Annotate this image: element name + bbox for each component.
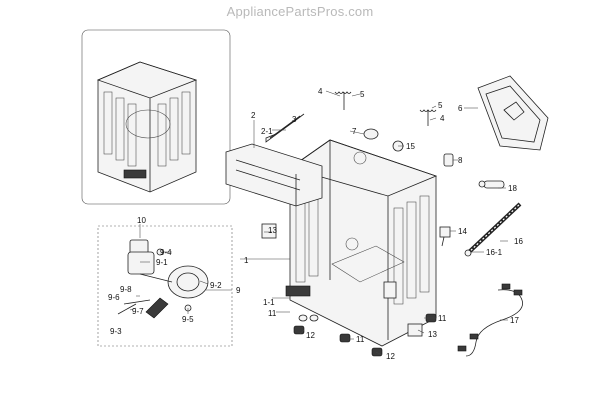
pump-box xyxy=(97,225,233,347)
callout-labels: 1 1-1 2 2-1 3 4 4 5 5 6 7 8 9 9-1 9-2 9-… xyxy=(108,87,523,361)
frame-gasket xyxy=(477,75,549,151)
main-cabinet xyxy=(285,139,438,347)
callout-11c: 11 xyxy=(268,309,277,318)
callout-9-1: 9-1 xyxy=(156,258,168,267)
callout-9-2: 9-2 xyxy=(210,281,222,290)
callout-9-7: 9-7 xyxy=(132,307,144,316)
callout-12b: 12 xyxy=(386,352,395,361)
part-9-3 xyxy=(117,303,137,315)
callout-9-3: 9-3 xyxy=(110,327,122,336)
part-8 xyxy=(443,153,454,167)
callout-16: 16 xyxy=(514,237,523,246)
overview-cabinet xyxy=(81,29,231,205)
part-9-7 xyxy=(145,297,169,319)
callout-18: 18 xyxy=(508,184,517,193)
leader-lines xyxy=(129,90,508,356)
callout-13b: 13 xyxy=(428,330,437,339)
callout-1: 1 xyxy=(244,256,249,265)
callout-11a: 11 xyxy=(438,314,447,323)
callout-2: 2 xyxy=(251,111,256,120)
callout-17: 17 xyxy=(510,316,519,325)
part-18 xyxy=(478,180,505,189)
callout-16-1: 16-1 xyxy=(486,248,503,257)
part-9-1 xyxy=(127,251,155,275)
callout-4a: 4 xyxy=(318,87,323,96)
callout-7: 7 xyxy=(352,127,357,136)
callout-10: 10 xyxy=(137,216,146,225)
callout-14: 14 xyxy=(458,227,467,236)
part-14 xyxy=(439,226,451,247)
callout-9-6: 9-6 xyxy=(108,293,120,302)
callout-5b: 5 xyxy=(438,101,443,110)
callout-9: 9 xyxy=(236,286,241,295)
part-9-2 xyxy=(167,265,209,299)
watermark: AppliancePartsPros.com xyxy=(226,4,374,19)
callout-9-4: 9-4 xyxy=(160,248,172,257)
pump-subassembly xyxy=(97,225,233,347)
hose-16 xyxy=(464,202,522,257)
callout-9-8: 9-8 xyxy=(120,285,132,294)
control-panel-frame xyxy=(225,143,323,207)
part-13-left xyxy=(261,223,277,239)
cabinet-top-rim xyxy=(289,139,438,197)
callout-6: 6 xyxy=(458,104,463,113)
overview-frame xyxy=(81,29,231,205)
part-7 xyxy=(363,128,379,140)
suspension-springs xyxy=(334,91,437,126)
callout-1-1: 1-1 xyxy=(263,298,275,307)
callout-3: 3 xyxy=(292,115,297,124)
callout-5a: 5 xyxy=(360,90,365,99)
part-9-6 xyxy=(123,299,151,305)
part-13-right xyxy=(407,323,423,337)
overview-top xyxy=(96,61,198,99)
overview-body xyxy=(97,61,197,193)
callout-8: 8 xyxy=(458,156,463,165)
callout-15: 15 xyxy=(406,142,415,151)
callout-13a: 13 xyxy=(268,226,277,235)
callout-12a: 12 xyxy=(306,331,315,340)
callout-9-5: 9-5 xyxy=(182,315,194,324)
callout-2-1: 2-1 xyxy=(261,127,273,136)
base-pan xyxy=(331,245,405,283)
callout-4b: 4 xyxy=(440,114,445,123)
callout-11b: 11 xyxy=(356,335,365,344)
